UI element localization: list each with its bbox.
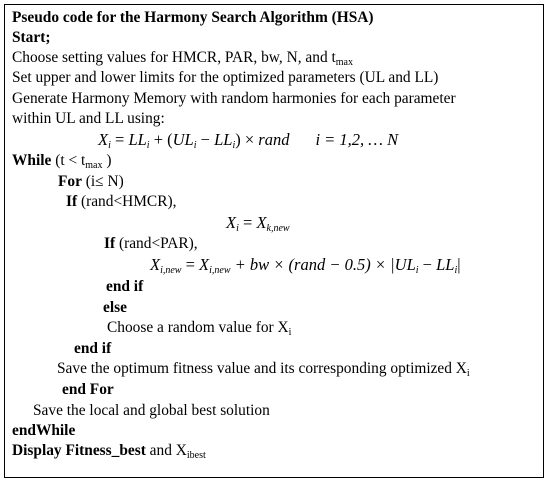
end-if-inner: end if [106,278,144,295]
generate-line-2: within UL and LL using: [12,110,165,127]
start-keyword: Start; [12,29,51,46]
setting-text: Choose setting values for HMCR, PAR, bw,… [12,49,336,66]
end-while: endWhile [12,422,76,439]
choose-random-line: Choose a random value for Xi [107,319,292,338]
setting-sub: max [335,57,353,68]
pseudocode-box [4,4,544,478]
end-if-outer: end if [74,340,112,357]
setting-line: Choose setting values for HMCR, PAR, bw,… [12,48,353,68]
generate-line-1: Generate Harmony Memory with random harm… [12,90,456,107]
save-best-line: Save the local and global best solution [33,402,270,419]
select-equation: Xi = Xk,new [226,213,290,234]
title: Pseudo code for the Harmony Search Algor… [12,9,374,26]
for-line: For (i≤ N) [58,173,124,190]
display-line: Display Fitness_best and Xibest [12,442,206,461]
end-for: end For [62,381,114,398]
if-hmcr-line: If (rand<HMCR), [66,193,177,210]
while-line: While (t < tmax ) [12,152,112,171]
if-par-line: If (rand<PAR), [104,235,198,252]
limits-line: Set upper and lower limits for the optim… [12,69,439,86]
pitch-equation: Xi,new = Xi,new + bw × (rand − 0.5) × |U… [150,255,461,276]
else-keyword: else [103,299,127,316]
save-optimum-line: Save the optimum fitness value and its c… [57,360,470,379]
